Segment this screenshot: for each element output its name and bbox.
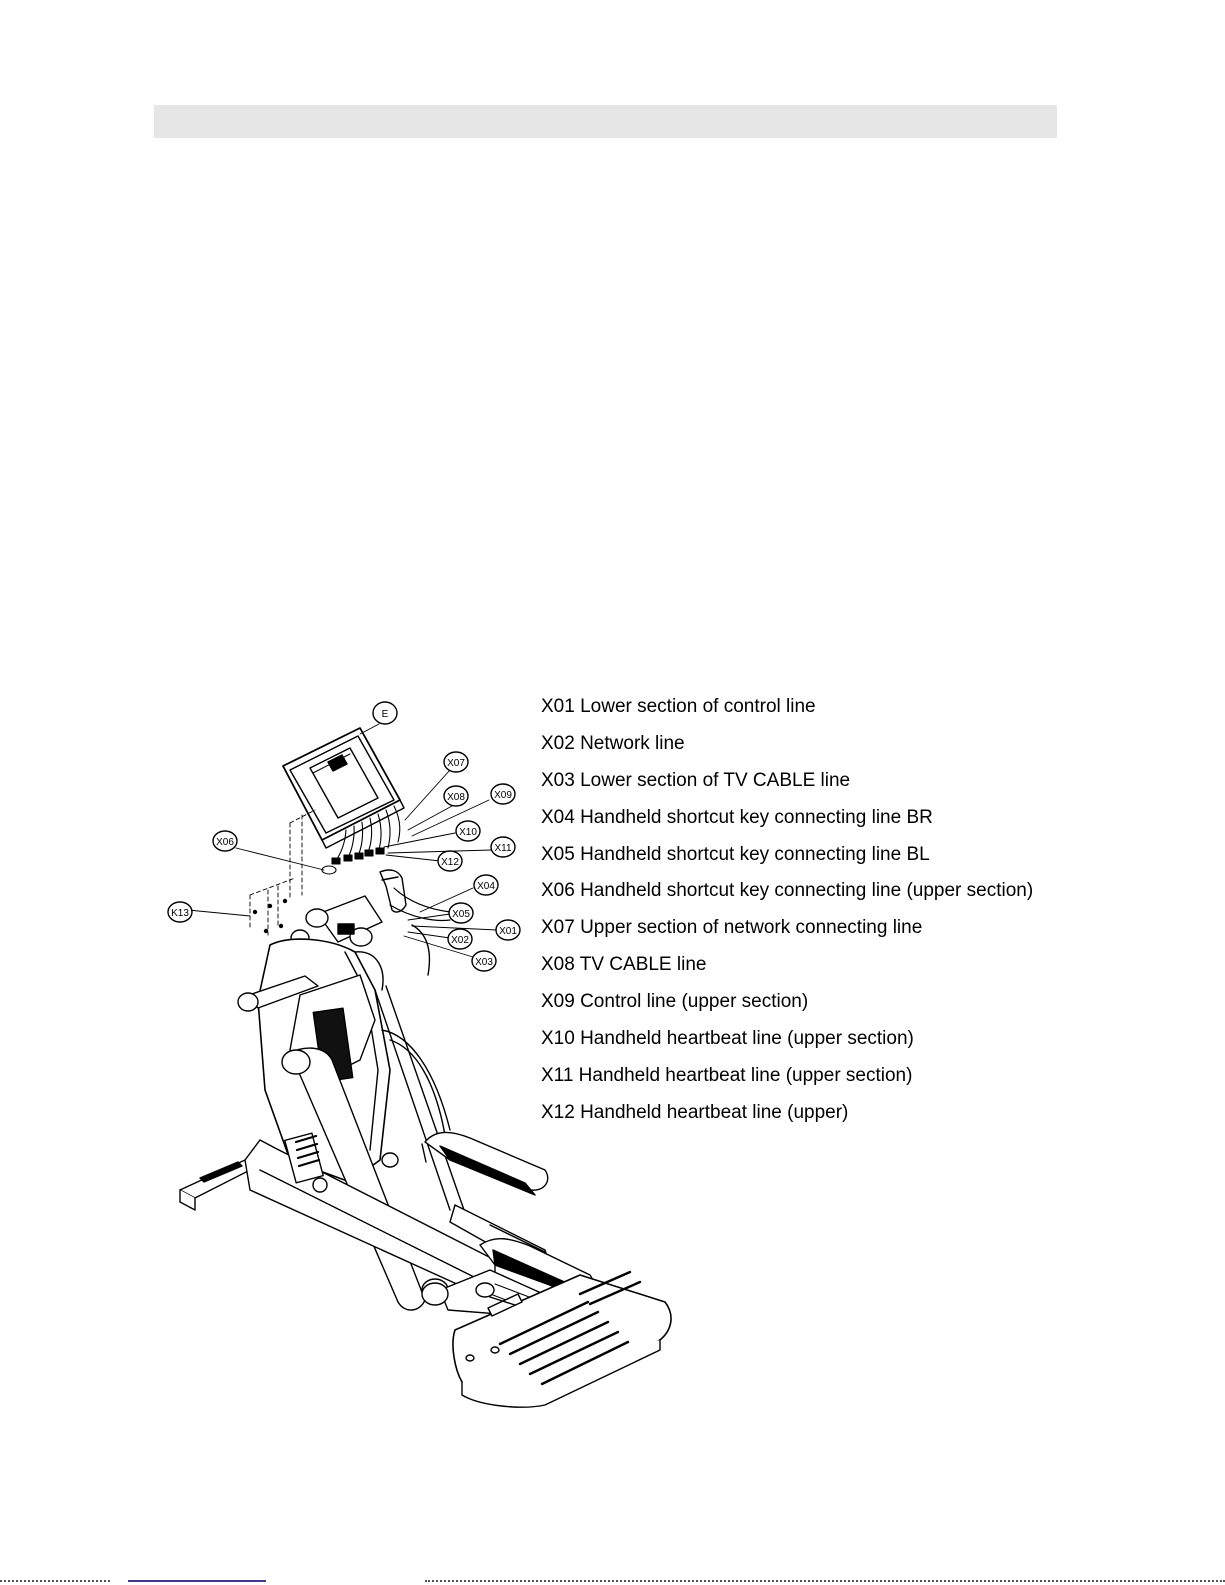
callout-x03: X03	[471, 950, 497, 972]
legend-item-x08: X08 TV CABLE line	[541, 954, 707, 976]
svg-text:X01: X01	[499, 926, 517, 937]
front-roller	[475, 1282, 516, 1306]
cable-legend: X01 Lower section of control line X02 Ne…	[541, 689, 1033, 1132]
k13-screws	[252, 898, 288, 934]
console-unit	[282, 727, 405, 849]
svg-text:X10: X10	[459, 827, 477, 838]
callout-x02: X02	[447, 928, 473, 950]
callouts: E X07 X08 X09 X10 X11	[167, 701, 521, 972]
footer-dotted-rule-right	[425, 1580, 1225, 1582]
wiring-harness	[321, 805, 401, 875]
legend-item-x12: X12 Handheld heartbeat line (upper)	[541, 1101, 849, 1123]
legend-item-x02: X02 Network line	[541, 732, 685, 754]
legend-item-x04: X04 Handheld shortcut key connecting lin…	[541, 806, 933, 828]
callout-x12: X12	[437, 850, 463, 872]
svg-text:X08: X08	[447, 792, 465, 803]
pedal-upper	[421, 1131, 549, 1196]
handlebar-assembly	[290, 869, 451, 976]
legend-item-x07: X07 Upper section of network connecting …	[541, 917, 923, 939]
callout-x07: X07	[443, 751, 469, 773]
diagram-svg: E X07 X08 X09 X10 X11	[167, 701, 672, 1408]
callout-k13: K13	[167, 901, 193, 923]
svg-text:E: E	[382, 709, 389, 720]
callout-x06: X06	[212, 830, 238, 852]
callout-x10: X10	[455, 820, 481, 842]
svg-text:X09: X09	[494, 790, 512, 801]
rear-rail	[381, 1029, 451, 1136]
callout-x04: X04	[473, 874, 499, 896]
footer-dotted-rule-left	[0, 1580, 110, 1582]
legend-item-x03: X03 Lower section of TV CABLE line	[541, 769, 851, 791]
svg-text:X04: X04	[477, 881, 495, 892]
legend-item-x10: X10 Handheld heartbeat line (upper secti…	[541, 1028, 914, 1050]
svg-text:X06: X06	[216, 837, 234, 848]
legend-item-x09: X09 Control line (upper section)	[541, 991, 809, 1013]
legend-item-x11: X11 Handheld heartbeat line (upper secti…	[541, 1064, 913, 1086]
callout-e: E	[372, 701, 398, 725]
legend-item-x05: X05 Handheld shortcut key connecting lin…	[541, 843, 930, 865]
front-ramp	[452, 1270, 672, 1408]
svg-text:X05: X05	[452, 909, 470, 920]
callout-x05: X05	[448, 902, 474, 924]
elliptical-trainer-wiring-diagram: E X07 X08 X09 X10 X11	[150, 690, 690, 1410]
legend-item-x06: X06 Handheld shortcut key connecting lin…	[541, 880, 1034, 902]
svg-text:X07: X07	[447, 758, 465, 769]
callout-x09: X09	[490, 783, 516, 805]
svg-text:X03: X03	[475, 957, 493, 968]
svg-text:X02: X02	[451, 935, 469, 946]
callout-x11: X11	[490, 836, 516, 858]
callout-x01: X01	[495, 919, 521, 941]
svg-text:X12: X12	[441, 857, 459, 868]
section-header-bar	[154, 105, 1057, 138]
svg-text:K13: K13	[171, 908, 189, 919]
callout-x08: X08	[443, 785, 469, 807]
base-frame	[179, 1132, 496, 1291]
callout-leaders	[187, 723, 498, 958]
legend-item-x01: X01 Lower section of control line	[541, 696, 816, 717]
footer-link-underline	[128, 1580, 266, 1582]
svg-text:X11: X11	[494, 843, 511, 854]
mounting-guides	[249, 809, 316, 936]
